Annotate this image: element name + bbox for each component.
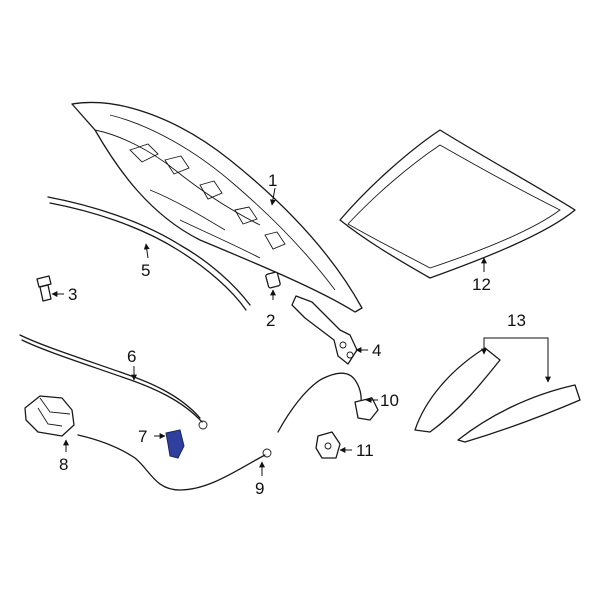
support-rod[interactable] bbox=[19, 334, 208, 430]
hood-insulator[interactable] bbox=[339, 129, 576, 279]
hood-seal[interactable] bbox=[47, 196, 251, 311]
callout-8: 8 bbox=[59, 455, 68, 474]
callout-7: 7 bbox=[138, 427, 147, 446]
release-cable[interactable] bbox=[77, 434, 272, 491]
hood-latch[interactable] bbox=[24, 395, 75, 437]
trim-panels[interactable] bbox=[414, 347, 581, 443]
callout-labels: 1 2 3 4 5 6 7 8 9 10 11 12 13 bbox=[59, 171, 526, 498]
retainer-clip[interactable] bbox=[36, 275, 52, 302]
callout-13: 13 bbox=[507, 311, 526, 330]
release-handle[interactable] bbox=[165, 429, 185, 459]
hood-panel[interactable] bbox=[71, 101, 363, 313]
callout-11: 11 bbox=[356, 441, 374, 460]
callout-12: 12 bbox=[472, 275, 491, 294]
callout-9: 9 bbox=[255, 479, 264, 498]
bumper-stop[interactable] bbox=[265, 271, 281, 289]
callout-6: 6 bbox=[127, 347, 136, 366]
callout-5: 5 bbox=[141, 261, 150, 280]
callout-10: 10 bbox=[380, 391, 399, 410]
callout-1: 1 bbox=[268, 171, 277, 190]
callout-3: 3 bbox=[68, 285, 77, 304]
hood-hinge[interactable] bbox=[291, 295, 358, 365]
callout-2: 2 bbox=[266, 311, 275, 330]
secondary-cable[interactable] bbox=[277, 372, 379, 433]
leader-lines bbox=[51, 187, 551, 476]
cable-bracket[interactable] bbox=[315, 431, 341, 459]
callout-4: 4 bbox=[372, 341, 381, 360]
